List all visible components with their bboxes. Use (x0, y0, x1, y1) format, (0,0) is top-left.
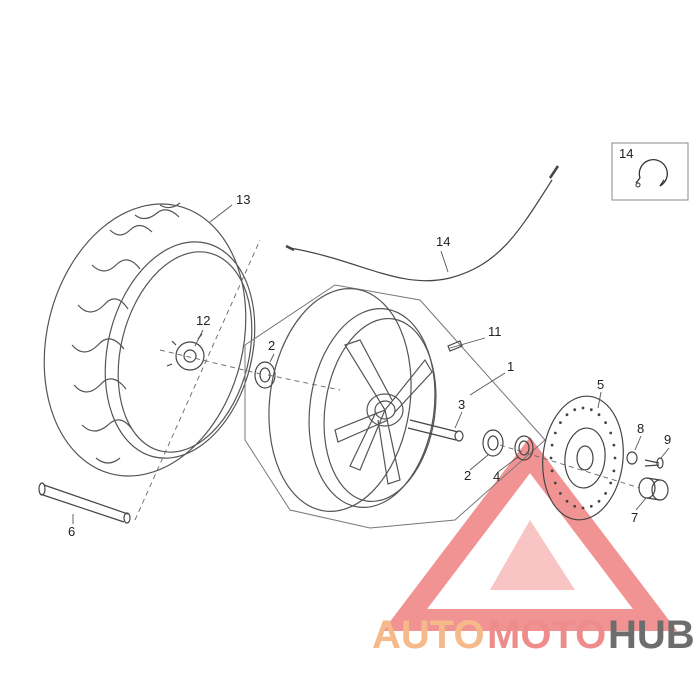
callout-7: 7 (631, 510, 638, 525)
spacer-3 (407, 419, 464, 442)
inset-box-14 (611, 142, 689, 201)
callout-4: 4 (493, 469, 500, 484)
spacer-7 (638, 477, 669, 501)
callout-8: 8 (637, 421, 644, 436)
speedo-cable-13 (285, 165, 560, 282)
brake-disc-5 (542, 395, 624, 521)
seal-4 (514, 435, 534, 461)
disc-hole (550, 443, 554, 447)
callout-6: 6 (68, 524, 75, 539)
disc-hole (581, 506, 585, 510)
callout-5: 5 (597, 377, 604, 392)
wheel-axle-6 (38, 482, 131, 524)
clip-icon (638, 159, 668, 187)
disc-hole (550, 469, 554, 473)
callout-13: 14 (436, 234, 450, 249)
disc-hole (553, 481, 557, 485)
washer-8 (626, 451, 638, 465)
triangle-inner-icon (490, 520, 575, 590)
wheel-rim-1 (268, 288, 437, 512)
disc-hole (604, 421, 607, 424)
watermark-hub: HUB (608, 613, 695, 657)
callout-labels: 13 14 11 1 12 2 3 2 4 5 8 9 7 6 14 (68, 146, 671, 539)
disc-hole (589, 504, 593, 508)
bearing-2-right (482, 429, 504, 457)
disc-hole (612, 443, 616, 447)
disc-hole (597, 499, 601, 503)
wheel-group-outline (244, 284, 546, 529)
leader-lines (72, 204, 670, 524)
tyre-12 (43, 202, 256, 477)
callout-3: 3 (458, 397, 465, 412)
disc-hole (609, 431, 613, 435)
screw-9 (644, 457, 664, 469)
watermark-triangle-logo (382, 436, 678, 631)
callout-2-right: 2 (464, 468, 471, 483)
disc-hole (612, 469, 616, 473)
disc-hole (565, 499, 569, 503)
triangle-icon (382, 436, 678, 631)
assembly-lines (134, 239, 641, 521)
disc-hole (589, 408, 593, 412)
disc-hole (553, 431, 557, 435)
disc-hole (565, 413, 569, 417)
watermark-text: AUTO MOTO HUB (372, 613, 695, 657)
disc-hole (604, 492, 607, 495)
callout-12: 13 (236, 192, 250, 207)
disc-hole (573, 504, 577, 508)
callout-9: 9 (664, 432, 671, 447)
callout-2-left: 2 (268, 338, 275, 353)
disc-hole (549, 456, 553, 460)
disc-hole (581, 406, 585, 410)
disc-hole (559, 492, 562, 495)
disc-hole (613, 456, 617, 460)
disc-hole (597, 413, 601, 417)
watermark-moto: MOTO (487, 613, 606, 657)
disc-hole (573, 408, 577, 412)
callout-14: 14 (619, 146, 633, 161)
callout-11: 12 (196, 313, 210, 328)
bolt-10 (447, 340, 463, 352)
disc-hole (559, 421, 562, 424)
watermark-auto: AUTO (372, 613, 485, 657)
disc-hole (609, 481, 613, 485)
callout-10: 11 (488, 324, 502, 339)
callout-1: 1 (507, 359, 514, 374)
